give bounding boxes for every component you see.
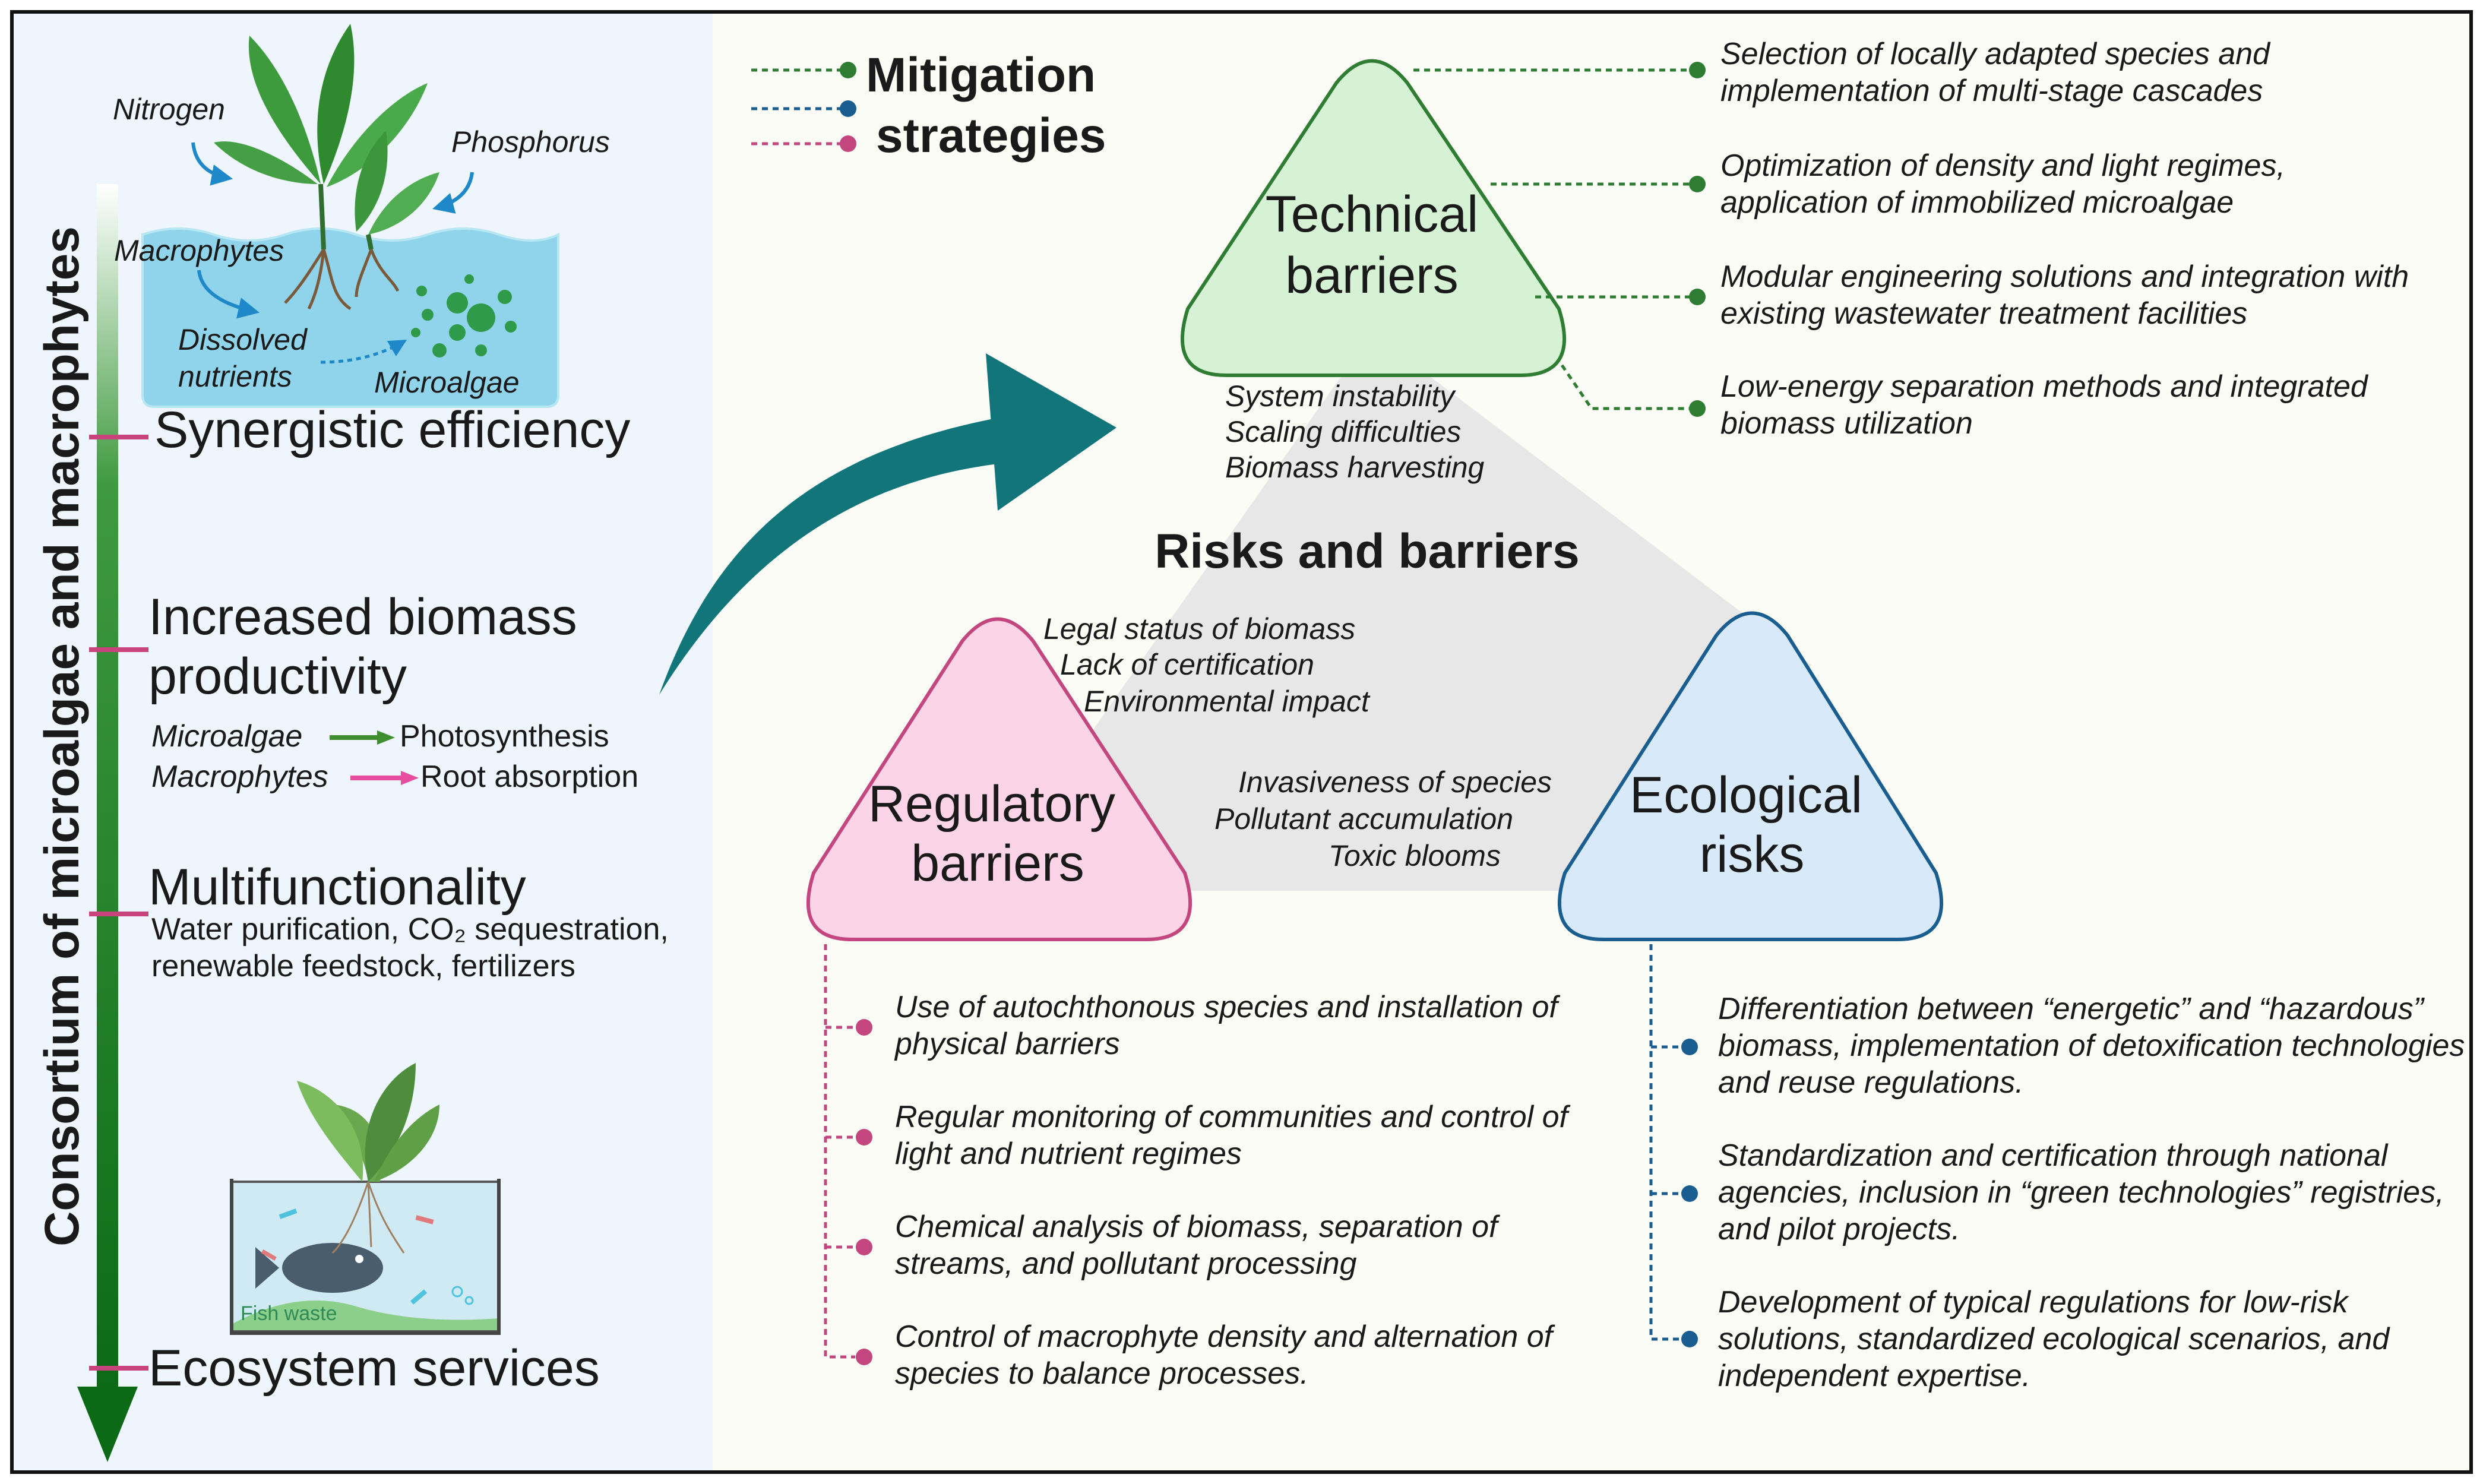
benefit-multifunctionality-desc1: Water purification, CO₂ sequestration, — [151, 912, 669, 947]
risks-title: Risks and barriers — [1154, 524, 1580, 578]
benefit-multifunctionality-desc2: renewable feedstock, fertilizers — [151, 949, 575, 983]
legend-regulatory — [751, 135, 856, 152]
benefit-microalgae: Microalgae — [151, 719, 303, 754]
regulatory-label-1: Regulatory — [868, 776, 1115, 833]
timeline-arrow-head — [77, 1387, 138, 1462]
regulatory-dots — [856, 1019, 872, 1365]
regulatory-strategy-4: Control of macrophyte density and altern… — [895, 1320, 1553, 1391]
ecological-label-1: Ecological — [1630, 767, 1862, 824]
timeline-arrow-shaft — [97, 184, 118, 1390]
regulatory-triangle — [806, 617, 1192, 941]
benefit-synergistic: Synergistic efficiency — [154, 401, 631, 458]
root-absorption-arrowhead — [401, 771, 419, 785]
legend-ecological — [751, 100, 856, 117]
regulatory-label-2: barriers — [911, 835, 1084, 892]
nitrogen-arrow — [191, 142, 233, 186]
technical-strategy-4: Low-energy separation methods and integr… — [1720, 369, 2368, 441]
label-phosphorus: Phosphorus — [451, 125, 610, 159]
benefit-ecosystem: Ecosystem services — [148, 1340, 600, 1397]
technical-risk-3: Biomass harvesting — [1225, 451, 1485, 484]
label-nitrogen: Nitrogen — [113, 93, 225, 126]
benefit-multifunctionality: Multifunctionality — [148, 859, 526, 916]
phosphorus-arrow — [432, 172, 474, 214]
regulatory-connectors — [824, 944, 855, 1359]
risks-triangle-fill — [980, 333, 1811, 891]
legend-technical — [751, 62, 856, 78]
label-fish-waste: Fish waste — [241, 1302, 337, 1325]
ecological-risk-1: Invasiveness of species — [1238, 765, 1552, 799]
benefit-photosynthesis: Photosynthesis — [400, 719, 609, 754]
ecological-label-2: risks — [1699, 826, 1805, 883]
water-body — [141, 227, 559, 408]
ecological-risk-2: Pollutant accumulation — [1214, 802, 1514, 836]
benefit-macrophytes: Macrophytes — [151, 760, 328, 794]
ecological-strategy-1: Differentiation between “energetic” and … — [1718, 992, 2465, 1100]
technical-risk-1: System instability — [1225, 379, 1455, 413]
technical-risk-2: Scaling difficulties — [1225, 415, 1462, 448]
outer-frame — [10, 10, 2473, 1474]
technical-triangle — [1181, 59, 1566, 377]
ecological-strategy-3: Development of typical regulations for l… — [1718, 1285, 2390, 1393]
regulatory-risk-1: Legal status of biomass — [1043, 612, 1356, 646]
macrophytes-arrow — [197, 270, 260, 319]
vertical-title: Consortium of microalgae and macrophytes — [35, 226, 89, 1246]
label-nutrients: nutrients — [178, 360, 292, 393]
ecological-dots — [1681, 1039, 1698, 1347]
tick-synergistic — [89, 435, 148, 439]
ecological-triangle — [1558, 611, 1943, 941]
aquaponics-icon — [230, 1063, 501, 1335]
microalgae-icon — [411, 274, 517, 357]
nutrient-flow-arrow — [320, 339, 407, 364]
technical-label-1: Technical — [1265, 186, 1479, 243]
technical-dots — [1689, 62, 1706, 417]
ecological-strategy-2: Standardization and certification throug… — [1718, 1138, 2444, 1246]
benefit-biomass-l1: Increased biomass — [148, 588, 577, 646]
tick-ecosystem — [89, 1366, 148, 1371]
benefit-root-absorption: Root absorption — [420, 760, 639, 794]
technical-label-2: barriers — [1285, 247, 1459, 304]
tick-biomass — [89, 647, 148, 652]
tick-multifunctionality — [89, 912, 148, 916]
regulatory-risk-3: Environmental impact — [1084, 685, 1369, 718]
legend-title-1: Mitigation — [866, 48, 1096, 102]
ecological-risk-3: Toxic blooms — [1329, 839, 1501, 872]
label-macrophytes: Macrophytes — [114, 234, 284, 267]
technical-strategy-2: Optimization of density and light regime… — [1720, 148, 2285, 220]
regulatory-strategy-2: Regular monitoring of communities and co… — [895, 1100, 1568, 1171]
regulatory-strategy-3: Chemical analysis of biomass, separation… — [895, 1210, 1498, 1281]
technical-strategy-3: Modular engineering solutions and integr… — [1720, 260, 2409, 331]
label-dissolved: Dissolved — [178, 323, 307, 356]
plant-icon — [214, 24, 439, 311]
regulatory-strategy-1: Use of autochthonous species and install… — [895, 990, 1558, 1061]
flow-arrow-head — [986, 353, 1116, 511]
regulatory-risk-2: Lack of certification — [1060, 648, 1314, 681]
ecological-connectors — [1649, 944, 1681, 1341]
label-microalgae: Microalgae — [374, 366, 520, 399]
photosynthesis-arrowhead — [377, 730, 395, 745]
benefit-biomass-l2: productivity — [148, 648, 407, 705]
technical-connectors — [1413, 68, 1690, 410]
flow-arrow — [659, 416, 1010, 695]
legend-title-2: strategies — [876, 109, 1106, 163]
technical-strategy-1: Selection of locally adapted species and… — [1720, 37, 2270, 108]
